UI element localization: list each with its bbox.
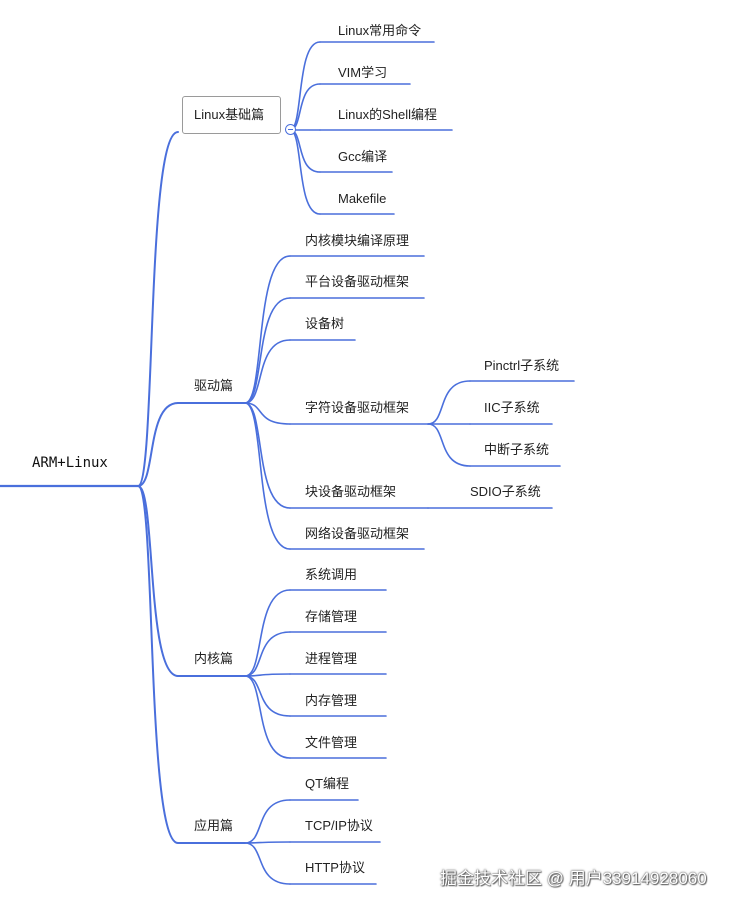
leaf-linux-commands[interactable]: Linux常用命令 [338,23,422,38]
leaf-char-driver[interactable]: 字符设备驱动框架 [305,400,410,415]
leaf-connector [244,841,291,844]
leaf-memory-mgmt[interactable]: 内存管理 [305,693,358,708]
leaf-http[interactable]: HTTP协议 [305,860,365,875]
leaf-connector [244,402,291,425]
leaf-tcpip[interactable]: TCP/IP协议 [305,818,373,833]
leaf-connector [244,799,291,844]
leaf-kernel-module[interactable]: 内核模块编译原理 [305,233,410,248]
leaf-process-mgmt[interactable]: 进程管理 [305,651,358,666]
watermark: 掘金技术社区 @ 用户33914928060 [440,869,707,888]
leaf-sdio[interactable]: SDIO子系统 [470,484,541,499]
leaf-makefile[interactable]: Makefile [338,191,387,206]
leaf-qt[interactable]: QT编程 [305,776,350,791]
leaf-file-mgmt[interactable]: 文件管理 [305,735,358,750]
branch-connector [137,485,179,677]
leaf-connector [244,673,291,677]
collapse-toggle-icon[interactable] [285,124,296,135]
leaf-connector [244,631,291,677]
branch-connector [137,485,179,844]
leaf-connector [244,297,291,404]
leaf-gcc[interactable]: Gcc编译 [338,149,388,164]
leaf-storage-mgmt[interactable]: 存储管理 [305,609,358,624]
leaf-connector [289,41,321,131]
branch-linux-basics[interactable]: Linux基础篇 [194,107,265,122]
leaf-interrupt[interactable]: 中断子系统 [484,442,550,457]
leaf-iic[interactable]: IIC子系统 [484,400,540,415]
leaf-connector [244,402,291,550]
root-node[interactable]: ARM+Linux [32,455,108,471]
branch-kernel[interactable]: 内核篇 [194,651,234,666]
leaf-connector [427,423,471,467]
branch-connector [137,402,179,487]
leaf-connector [244,589,291,677]
branch-connector [137,131,179,487]
branch-driver[interactable]: 驱动篇 [194,378,234,393]
branch-application[interactable]: 应用篇 [194,818,234,833]
leaf-connector [244,842,291,885]
leaf-connector [244,675,291,717]
selected-node-frame [182,96,281,134]
leaf-platform-driver[interactable]: 平台设备驱动框架 [305,274,410,289]
leaf-syscall[interactable]: 系统调用 [305,567,358,582]
leaf-shell[interactable]: Linux的Shell编程 [338,107,437,122]
leaf-net-driver[interactable]: 网络设备驱动框架 [305,526,410,541]
leaf-pinctrl[interactable]: Pinctrl子系统 [484,358,560,373]
leaf-device-tree[interactable]: 设备树 [305,316,345,331]
leaf-vim[interactable]: VIM学习 [338,65,388,80]
leaf-connector [244,255,291,404]
leaf-connector [244,675,291,759]
leaf-connector [244,339,291,404]
leaf-connector [289,83,321,131]
leaf-connector [427,380,471,425]
leaf-block-driver[interactable]: 块设备驱动框架 [305,484,397,499]
